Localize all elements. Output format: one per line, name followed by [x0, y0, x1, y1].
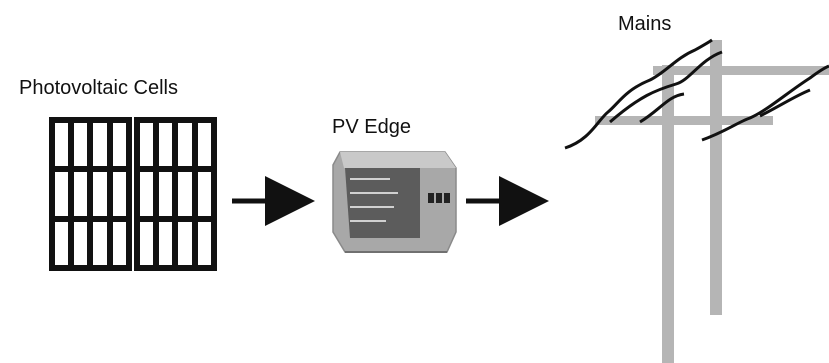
inverter-device-icon	[332, 151, 457, 253]
pv-cells-label: Photovoltaic Cells	[19, 77, 178, 99]
mains-label: Mains	[618, 13, 671, 35]
power-lines	[564, 38, 829, 150]
solar-panel-right	[134, 117, 217, 271]
utility-pole-icon	[564, 38, 829, 363]
front-pole	[662, 65, 674, 363]
back-crossarm	[653, 66, 829, 75]
pv-edge-label: PV Edge	[332, 116, 411, 138]
solar-panel-left	[49, 117, 132, 271]
solar-panel-icon	[49, 117, 217, 271]
back-pole	[710, 40, 722, 315]
front-crossarm	[595, 116, 773, 125]
